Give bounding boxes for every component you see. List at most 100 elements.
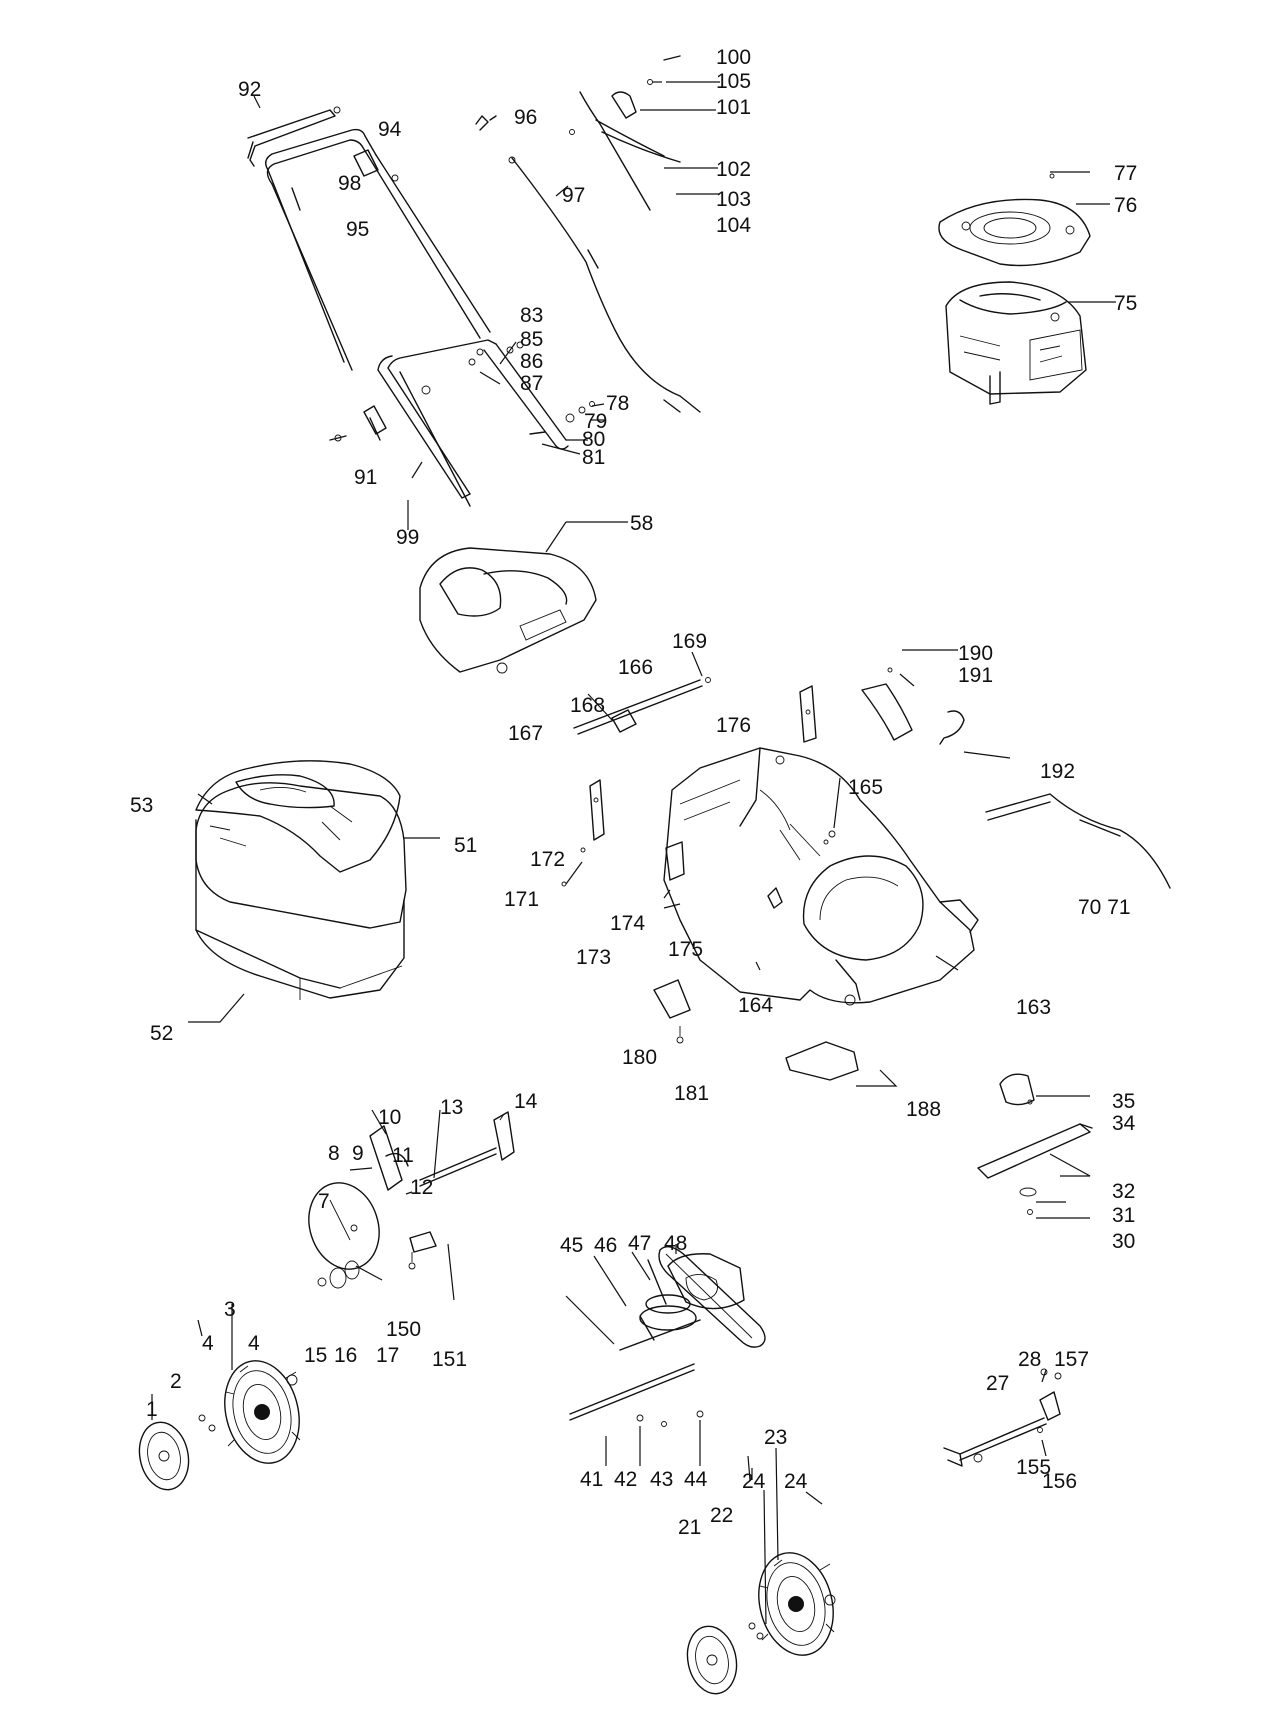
engine-assembly (938, 173, 1091, 405)
label-163: 163 (1016, 996, 1051, 1019)
label-87: 87 (520, 372, 543, 395)
label-175: 175 (668, 938, 703, 961)
label-86: 86 (520, 350, 543, 373)
label-78: 78 (606, 392, 629, 415)
label-83: 83 (520, 304, 543, 327)
label-58: 58 (630, 512, 653, 535)
label-172: 172 (530, 848, 565, 871)
label-43: 43 (650, 1468, 673, 1491)
label-180: 180 (622, 1046, 657, 1069)
label-24b: 24 (784, 1470, 808, 1493)
label-22: 22 (710, 1504, 733, 1527)
label-48: 48 (664, 1232, 687, 1255)
grass-bag (195, 760, 407, 1000)
label-44: 44 (684, 1468, 708, 1491)
label-23: 23 (764, 1426, 787, 1449)
label-3: 3 (224, 1298, 236, 1321)
label-171: 171 (504, 888, 539, 911)
label-51: 51 (454, 834, 477, 857)
label-46: 46 (594, 1234, 617, 1257)
catcher-cover (419, 547, 597, 674)
label-11: 11 (392, 1144, 414, 1167)
label-102: 102 (716, 158, 751, 181)
label-8: 8 (328, 1142, 340, 1165)
label-4a: 4 (202, 1332, 214, 1355)
label-76: 76 (1114, 194, 1137, 217)
part-number-labels: 100 105 101 92 96 94 102 98 103 104 97 9… (130, 46, 1137, 1539)
label-169: 169 (672, 630, 707, 653)
label-168: 168 (570, 694, 605, 717)
gearbox-assembly (569, 1246, 766, 1427)
label-1: 1 (146, 1398, 158, 1421)
label-77: 77 (1114, 162, 1137, 185)
label-96: 96 (514, 106, 537, 129)
label-188: 188 (906, 1098, 941, 1121)
label-92: 92 (238, 78, 261, 101)
label-14: 14 (514, 1090, 538, 1113)
label-156: 156 (1042, 1470, 1077, 1493)
label-94: 94 (378, 118, 402, 141)
label-101: 101 (716, 96, 751, 119)
label-32: 32 (1112, 1180, 1135, 1203)
label-30: 30 (1112, 1230, 1135, 1253)
label-190: 190 (958, 642, 993, 665)
label-2: 2 (170, 1370, 182, 1393)
label-173: 173 (576, 946, 611, 969)
label-70-71: 70 71 (1078, 896, 1131, 919)
label-100: 100 (716, 46, 751, 69)
label-4b: 4 (248, 1332, 260, 1355)
label-15: 15 (304, 1344, 327, 1367)
label-41: 41 (580, 1468, 603, 1491)
label-17: 17 (376, 1344, 399, 1367)
label-105: 105 (716, 70, 751, 93)
label-31: 31 (1112, 1204, 1135, 1227)
label-35: 35 (1112, 1090, 1135, 1113)
label-21: 21 (678, 1516, 701, 1539)
label-53: 53 (130, 794, 153, 817)
label-174: 174 (610, 912, 645, 935)
label-85: 85 (520, 328, 543, 351)
label-103: 103 (716, 188, 751, 211)
label-27: 27 (986, 1372, 1009, 1395)
label-80: 80 (582, 428, 605, 451)
label-98: 98 (338, 172, 361, 195)
label-7: 7 (318, 1190, 330, 1213)
label-13: 13 (440, 1096, 463, 1119)
label-75: 75 (1114, 292, 1137, 315)
label-165: 165 (848, 776, 883, 799)
label-28: 28 (1018, 1348, 1041, 1371)
height-adjust-assembly (308, 1111, 515, 1289)
handle-assembly (247, 55, 701, 507)
label-150: 150 (386, 1318, 421, 1341)
label-151: 151 (432, 1348, 467, 1371)
label-104: 104 (716, 214, 751, 237)
blade-assembly (977, 1073, 1093, 1215)
label-91: 91 (354, 466, 377, 489)
label-176: 176 (716, 714, 751, 737)
label-34: 34 (1112, 1112, 1136, 1135)
label-192: 192 (1040, 760, 1075, 783)
label-9: 9 (352, 1142, 364, 1165)
label-42: 42 (614, 1468, 637, 1491)
label-97: 97 (562, 184, 585, 207)
label-45: 45 (560, 1234, 583, 1257)
label-81: 81 (582, 446, 605, 469)
label-164: 164 (738, 994, 773, 1017)
label-47: 47 (628, 1232, 651, 1255)
rear-flap-rod (573, 677, 711, 735)
rear-wheel (686, 1552, 836, 1695)
label-12: 12 (410, 1176, 433, 1199)
label-99: 99 (396, 526, 419, 549)
mower-deck (561, 667, 1171, 1081)
label-191: 191 (958, 664, 993, 687)
label-155: 155 (1016, 1456, 1051, 1479)
label-52: 52 (150, 1022, 173, 1045)
label-95: 95 (346, 218, 369, 241)
label-16: 16 (334, 1344, 357, 1367)
label-24a: 24 (742, 1470, 766, 1493)
label-157: 157 (1054, 1348, 1089, 1371)
leader-lines (151, 81, 1116, 1625)
label-166: 166 (618, 656, 653, 679)
label-10: 10 (378, 1106, 401, 1129)
